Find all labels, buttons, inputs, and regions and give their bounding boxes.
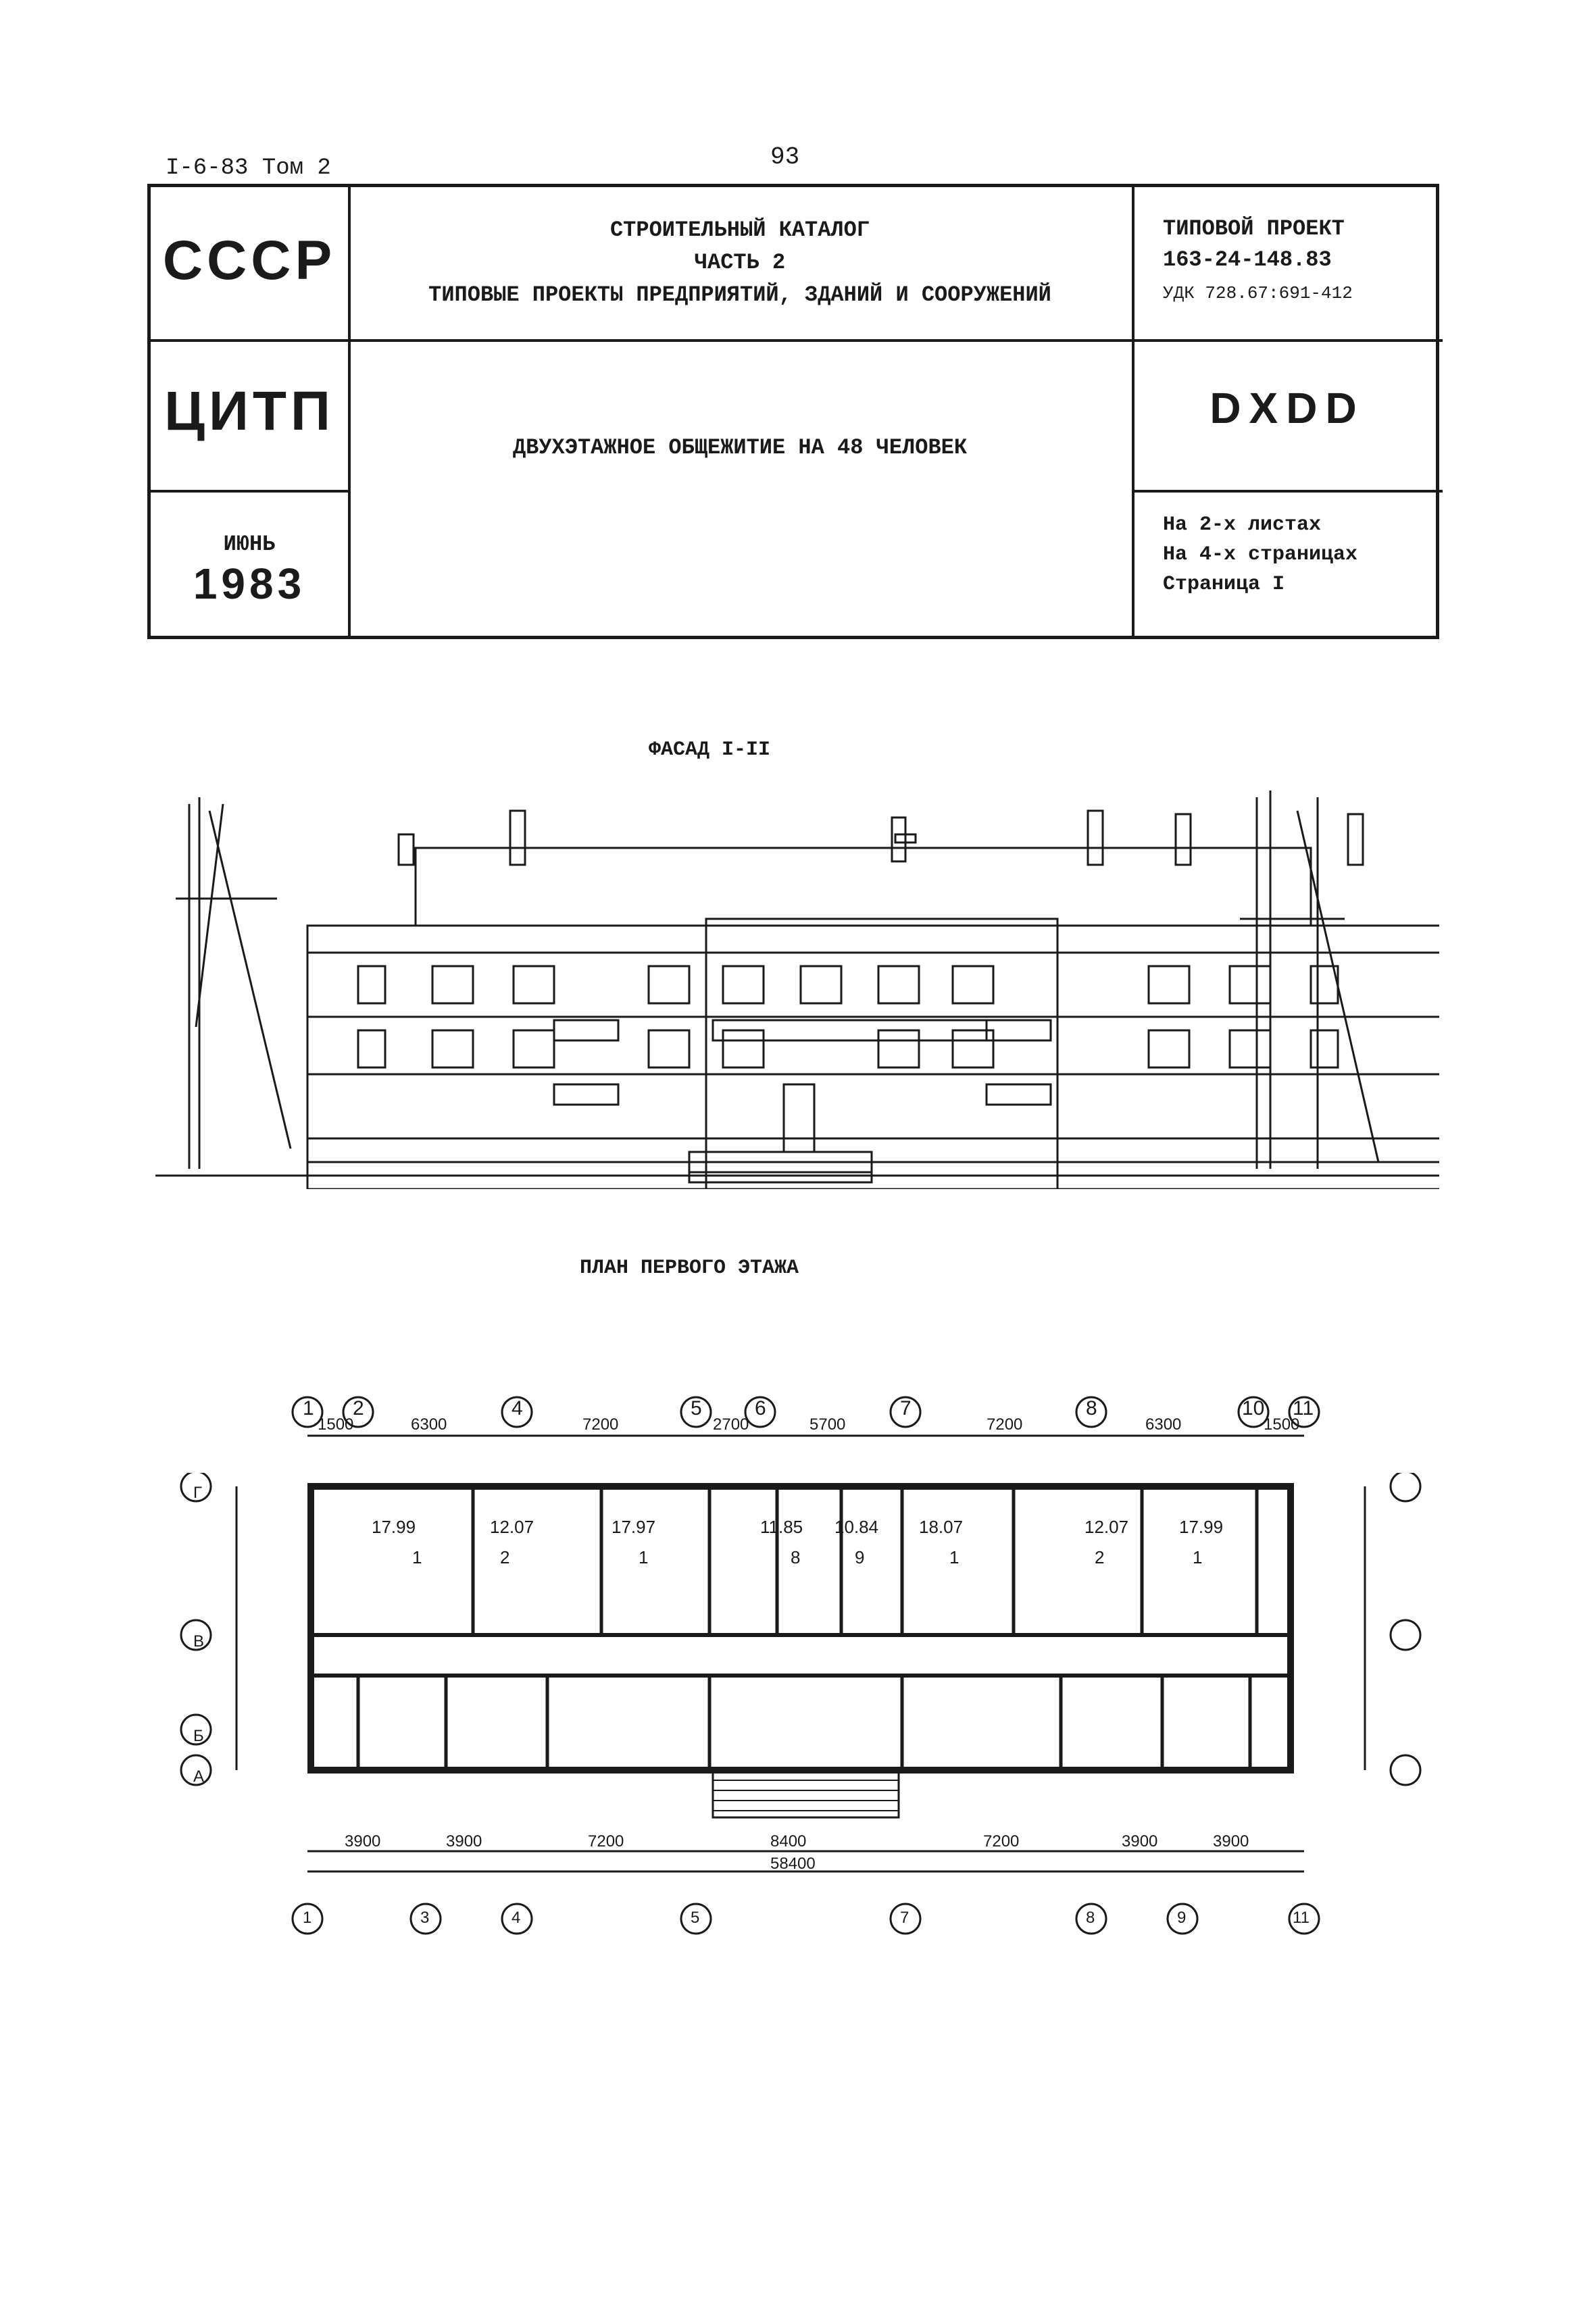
row-axis-label: В [193,1632,205,1651]
room-number: 1 [412,1547,422,1567]
axis-label: 5 [691,1909,700,1927]
project-label: ТИПОВОЙ ПРОЕКТ [1163,216,1345,241]
plan-bottom-axes [291,1903,1320,1935]
floor-plan [180,1473,1422,1935]
row-axis-label: А [193,1767,205,1786]
room-area: 11.85 [760,1517,803,1537]
axis-label: 11 [1293,1909,1310,1927]
axis-label: 8 [1086,1909,1095,1927]
balcony [985,1083,1052,1106]
entrance-stairs [712,1769,900,1819]
room-area: 10.84 [834,1517,879,1537]
pages-count: На 4-х страницах [1163,543,1358,566]
total-dim-label: 58400 [770,1855,816,1873]
catalog-line-3: ТИПОВЫЕ ПРОЕКТЫ ПРЕДПРИЯТИЙ, ЗДАНИЙ И СО… [428,282,1051,307]
chimney [891,816,907,863]
dim-label: 6300 [411,1415,447,1434]
room-number: 1 [1193,1547,1203,1567]
roof-outline [414,847,1312,926]
axis-label: 5 [691,1397,702,1419]
page-index: Страница I [1163,573,1285,596]
balcony [553,1083,620,1106]
row-axis-label: Г [193,1484,202,1502]
dim-label: 3900 [446,1832,482,1851]
month: ИЮНЬ [223,532,276,557]
dim-label: 8400 [770,1832,807,1851]
room-number: 2 [500,1547,510,1567]
dim-label: 7200 [987,1415,1023,1434]
room-area: 17.99 [1179,1517,1224,1537]
room-area: 12.07 [490,1517,534,1537]
catalog-title: СТРОИТЕЛЬНЫЙ КАТАЛОГ ЧАСТЬ 2 ТИПОВЫЕ ПРО… [348,214,1132,311]
project-number: 163-24-148.83 [1163,247,1332,272]
plan-top-axes [291,1396,1320,1437]
room-area: 18.07 [919,1517,964,1537]
room-area: 17.97 [612,1517,656,1537]
chimney [1087,809,1104,866]
balcony-central [712,1019,1052,1042]
dim-label: 3900 [1213,1832,1249,1851]
room-number: 8 [791,1547,801,1567]
axis-label: 7 [900,1909,909,1927]
dim-label: 3900 [1122,1832,1158,1851]
room-number: 1 [949,1547,959,1567]
axis-label: 4 [512,1397,523,1419]
facade-title: ФАСАД I-II [649,738,771,761]
org-institute: ЦИТП [164,380,334,442]
room-number: 2 [1095,1547,1105,1567]
dim-label: 7200 [588,1832,624,1851]
entrance-stairs [688,1151,873,1184]
axis-label: 2 [353,1397,364,1419]
org-country: СССР [162,230,336,291]
axis-label: 1 [303,1909,312,1927]
axis-label: 8 [1086,1397,1097,1419]
facade-drawing [155,790,1439,1189]
page-number: 93 [770,143,800,171]
chimney [1174,813,1192,866]
balcony [553,1019,620,1042]
dim-label: 7200 [983,1832,1020,1851]
dim-label: 3900 [345,1832,381,1851]
axis-label: 4 [512,1909,521,1927]
axis-label: 10 [1242,1397,1265,1419]
windows [357,965,1339,1069]
classification-code: DXDD [1210,384,1365,432]
catalog-line-2: ЧАСТЬ 2 [694,250,786,275]
row-axis-label: Б [193,1727,204,1745]
building-name: ДВУХЭТАЖНОЕ ОБЩЕЖИТИЕ НА 48 ЧЕЛОВЕК [512,435,968,460]
axis-label: 1 [303,1397,314,1419]
axis-label: 7 [900,1397,912,1419]
axis-label: 11 [1293,1397,1314,1419]
room-area: 12.07 [1084,1517,1129,1537]
plan-title: ПЛАН ПЕРВОГО ЭТАЖА [580,1257,799,1280]
title-block: СССР ЦИТП ИЮНЬ 1983 СТРОИТЕЛЬНЫЙ КАТАЛОГ… [147,184,1443,639]
dim-label: 1500 [318,1415,354,1434]
central-block [705,917,1059,1189]
axis-label: 6 [755,1397,766,1419]
dim-label: 7200 [582,1415,619,1434]
sheets-count: На 2-х листах [1163,513,1322,536]
udk-code: УДК 728.67:691-412 [1163,283,1353,303]
entrance-door [782,1083,816,1153]
axis-label: 9 [1177,1909,1187,1927]
chimney [397,833,415,866]
room-area: 17.99 [372,1517,416,1537]
series-label: I-6-83 Том 2 [166,155,331,181]
building-body [306,924,1439,1189]
balcony [985,1019,1052,1042]
dim-label: 6300 [1145,1415,1182,1434]
chimney [509,809,526,866]
sheet-info: На 2-х листах На 4-х страницах Страница … [1163,510,1357,599]
plan-row-axes [180,1473,1422,1786]
chimney [1347,813,1364,866]
dim-label: 5700 [809,1415,846,1434]
catalog-line-1: СТРОИТЕЛЬНЫЙ КАТАЛОГ [609,218,870,243]
dim-label: 2700 [713,1415,749,1434]
axis-label: 3 [420,1909,430,1927]
room-number: 9 [855,1547,865,1567]
dim-label: 1500 [1264,1415,1300,1434]
room-number: 1 [639,1547,649,1567]
year: 1983 [193,559,306,608]
